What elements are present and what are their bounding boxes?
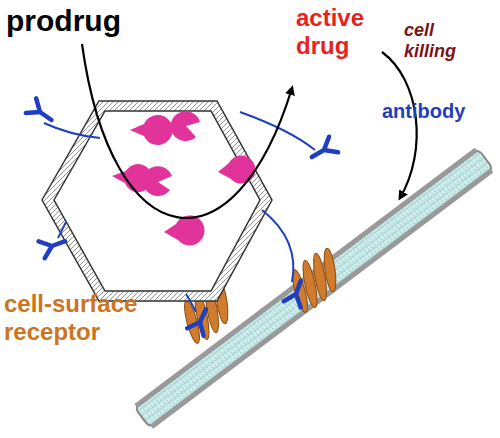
enzyme bbox=[112, 111, 255, 245]
antibody-label: antibody bbox=[382, 100, 492, 123]
receptor-label: cell-surface receptor bbox=[4, 290, 184, 345]
active-drug-label: active drug bbox=[296, 4, 386, 59]
prodrug-label: prodrug bbox=[6, 4, 166, 39]
killing-arrow bbox=[382, 52, 417, 198]
nanoparticle bbox=[42, 101, 272, 301]
cell-killing-label: cell killing bbox=[404, 20, 484, 61]
conversion-arrow bbox=[82, 44, 292, 218]
